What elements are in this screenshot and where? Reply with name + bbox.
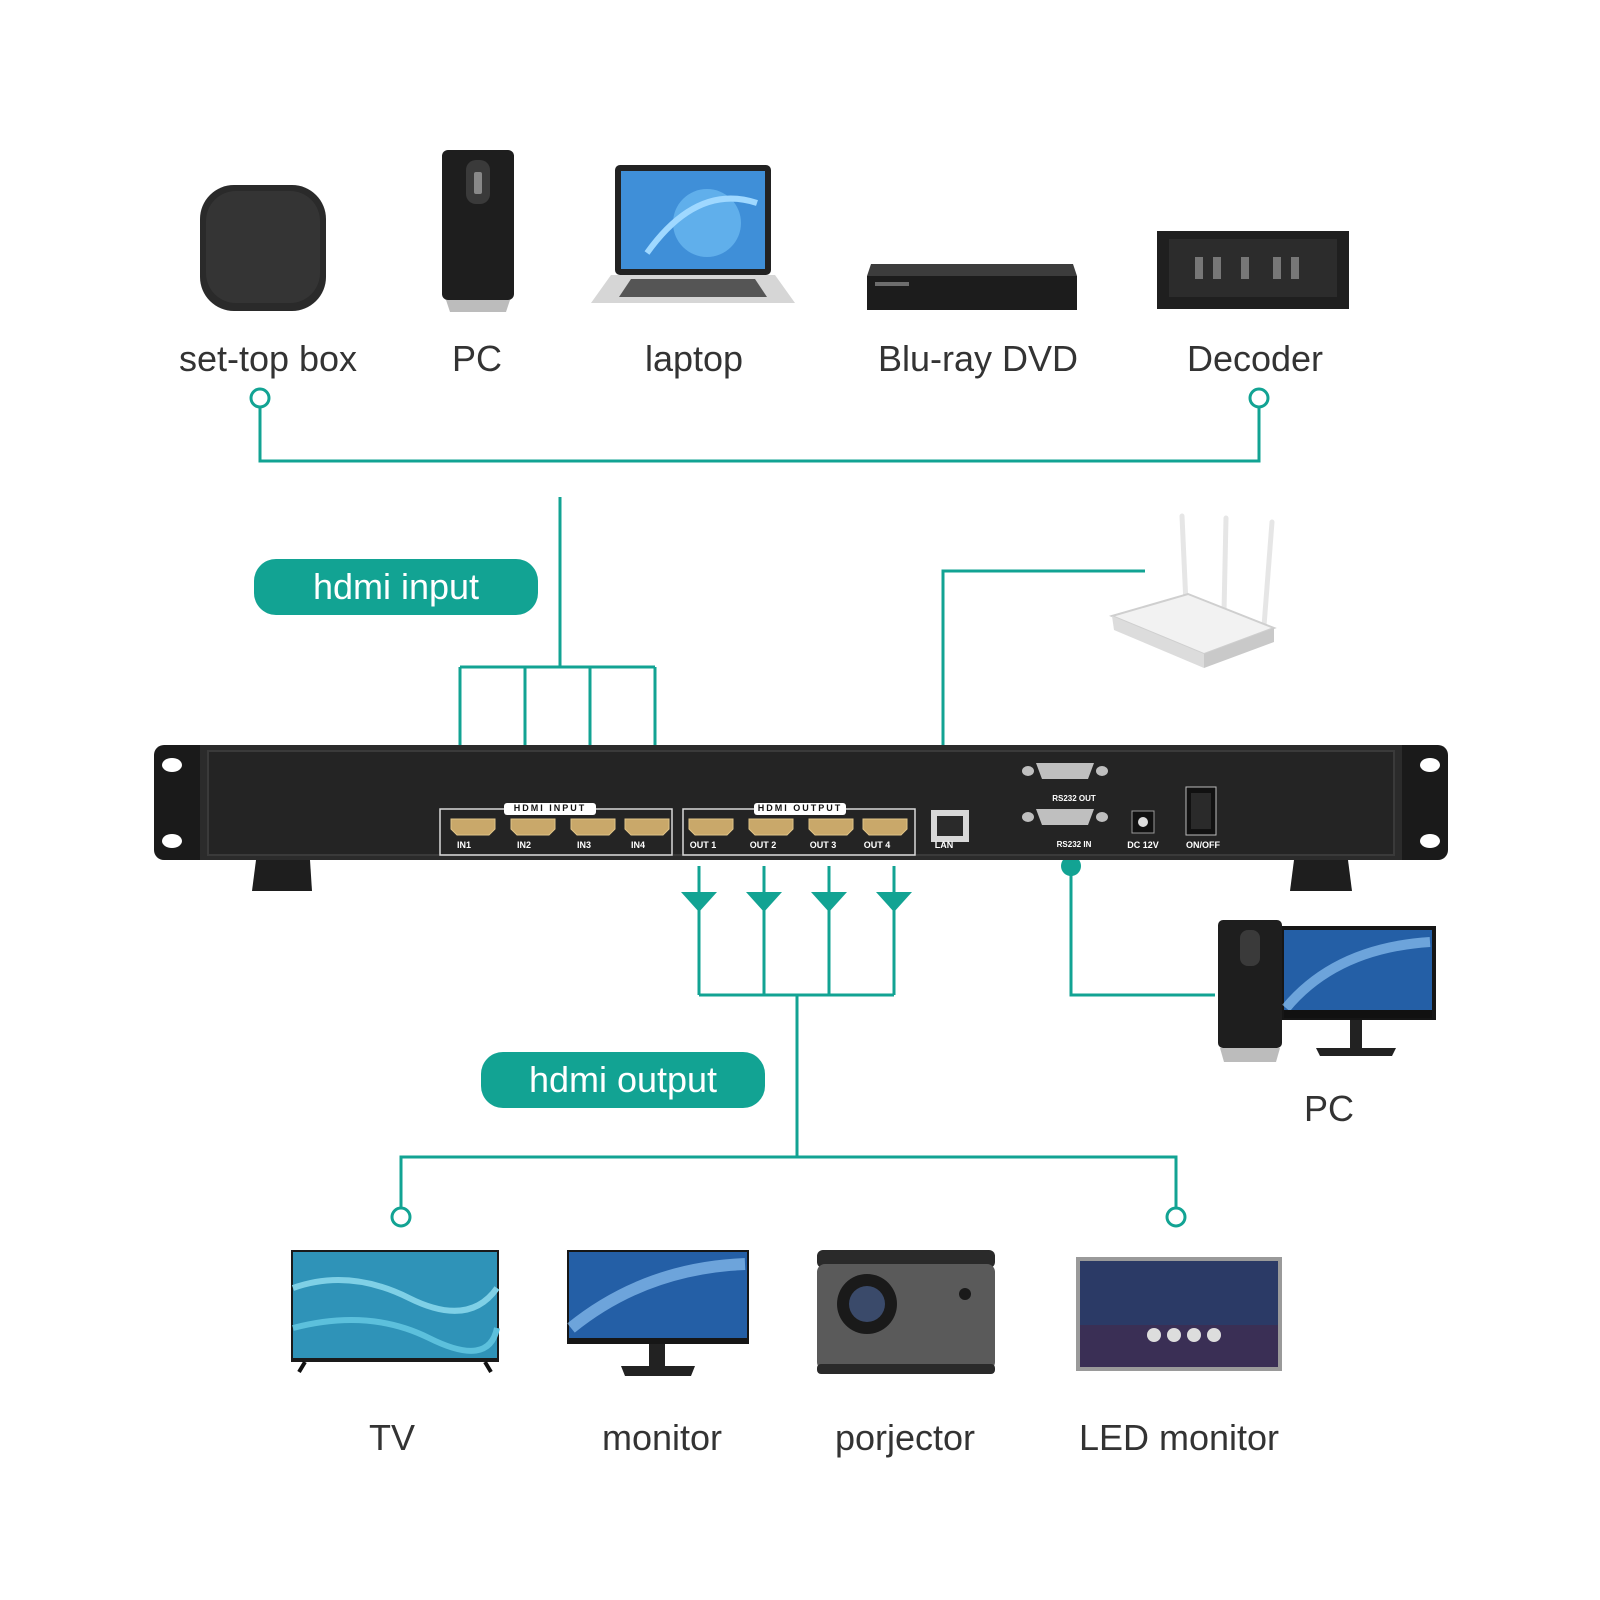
output-label-tv: TV	[368, 1417, 416, 1458]
port-label-dc: DC 12V	[1127, 840, 1159, 850]
hdmi-matrix-device	[152, 743, 1452, 898]
port-label-out3: OUT 3	[809, 840, 837, 850]
output-label-led-monitor: LED monitor	[1078, 1417, 1280, 1458]
hdmi-input-group-label: HDMI INPUT	[513, 803, 587, 813]
input-label-set-top-box: set-top box	[178, 338, 358, 379]
set-top-box-icon	[198, 183, 328, 320]
bluray-player-icon	[865, 262, 1079, 317]
hdmi-output-group-label: HDMI OUTPUT	[757, 803, 843, 813]
projector-icon	[815, 1248, 997, 1383]
port-label-out2: OUT 2	[749, 840, 777, 850]
port-label-lan: LAN	[934, 840, 954, 850]
input-label-pc: PC	[451, 338, 503, 379]
tv-icon	[289, 1248, 501, 1383]
output-connector-left	[390, 1206, 412, 1228]
rs232-dot	[1061, 856, 1081, 876]
input-bus-line	[258, 407, 1261, 463]
hdmi-input-pill: hdmi input	[254, 559, 538, 615]
output-drops	[697, 866, 896, 995]
output-connector-right	[1165, 1206, 1187, 1228]
input-connector-right	[1248, 387, 1270, 409]
port-label-in3: IN3	[576, 840, 591, 850]
pc-tower-icon	[440, 148, 516, 321]
input-label-decoder: Decoder	[1186, 338, 1324, 379]
output-label-monitor: monitor	[601, 1417, 723, 1458]
lan-line	[941, 569, 1145, 783]
hdmi-output-pill: hdmi output	[481, 1052, 765, 1108]
wifi-router-icon	[1108, 508, 1280, 679]
port-label-in4: IN4	[630, 840, 645, 850]
input-label-laptop: laptop	[644, 338, 744, 379]
port-label-out4: OUT 4	[863, 840, 891, 850]
led-monitor-icon	[1074, 1255, 1284, 1380]
input-drops	[458, 667, 657, 775]
input-label-bluray: Blu-ray DVD	[877, 338, 1079, 379]
output-bus-line	[399, 1155, 1178, 1208]
control-pc-label: PC	[1303, 1088, 1355, 1129]
port-label-out1: OUT 1	[689, 840, 717, 850]
output-label-projector: porjector	[834, 1417, 976, 1458]
desktop-pc-icon	[1216, 918, 1438, 1071]
laptop-icon	[587, 163, 799, 316]
port-label-in1: IN1	[456, 840, 471, 850]
rs232-line	[1069, 866, 1215, 997]
input-connector-left	[249, 387, 271, 409]
port-label-in2: IN2	[516, 840, 531, 850]
port-label-rs232-in: RS232 IN	[1056, 840, 1092, 849]
monitor-icon	[565, 1248, 751, 1385]
port-label-onoff: ON/OFF	[1186, 840, 1220, 850]
port-label-rs232-out: RS232 OUT	[1052, 794, 1096, 803]
decoder-icon	[1155, 229, 1351, 318]
